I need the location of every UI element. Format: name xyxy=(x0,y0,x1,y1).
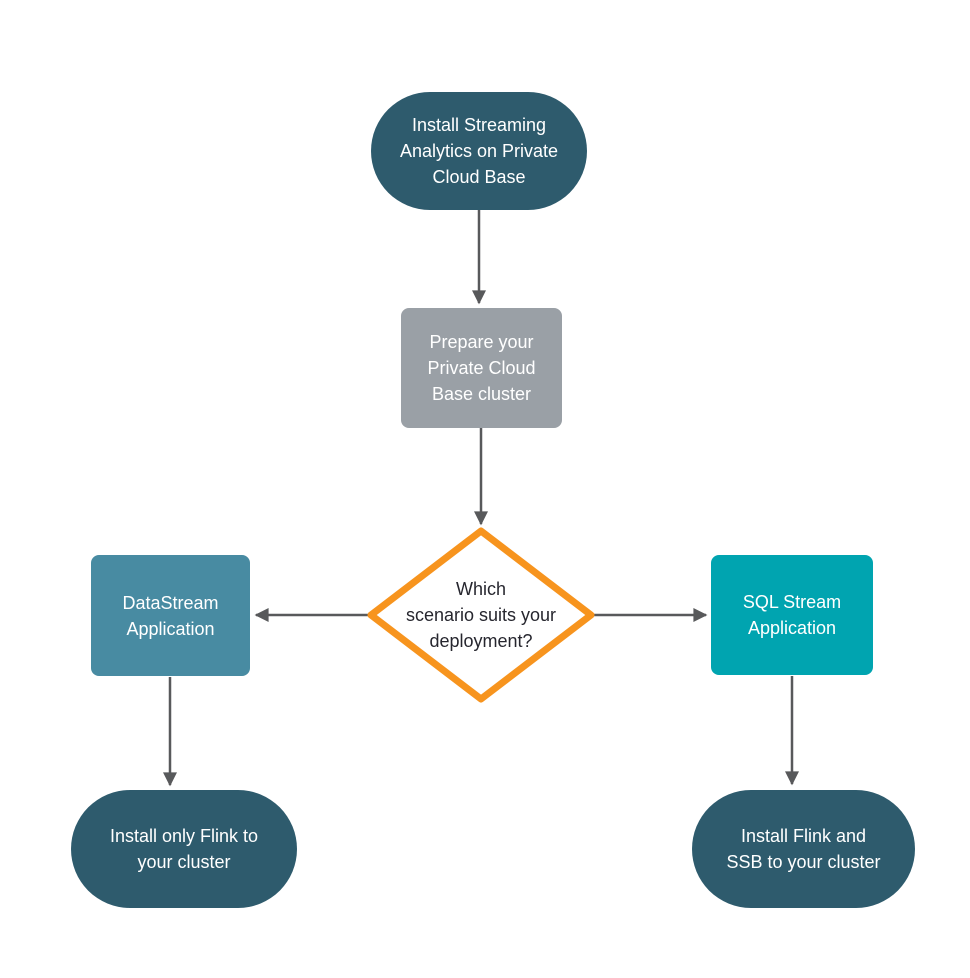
node-install-flink-and-ssb: Install Flink and SSB to your cluster xyxy=(692,790,915,908)
node-datastream-application: DataStream Application xyxy=(91,555,250,676)
node-label: Prepare your Private Cloud Base cluster xyxy=(427,332,536,404)
node-label: DataStream Application xyxy=(122,592,219,639)
node-label: SQL Stream Application xyxy=(742,592,842,638)
node-label: Which scenario suits your deployment? xyxy=(405,579,557,651)
node-install-streaming-analytics: Install Streaming Analytics on Private C… xyxy=(371,92,587,210)
node-label: Install Streaming Analytics on Private C… xyxy=(399,115,559,187)
node-install-only-flink: Install only Flink to your cluster xyxy=(71,790,297,908)
node-label: Install Flink and SSB to your cluster xyxy=(726,826,881,872)
node-prepare-cluster: Prepare your Private Cloud Base cluster xyxy=(401,308,562,428)
node-sql-stream-application: SQL Stream Application xyxy=(711,555,873,675)
node-decision-question: Which scenario suits your deployment? xyxy=(381,576,581,654)
node-label: Install only Flink to your cluster xyxy=(109,826,259,872)
decision-diamond-shape xyxy=(367,527,595,703)
